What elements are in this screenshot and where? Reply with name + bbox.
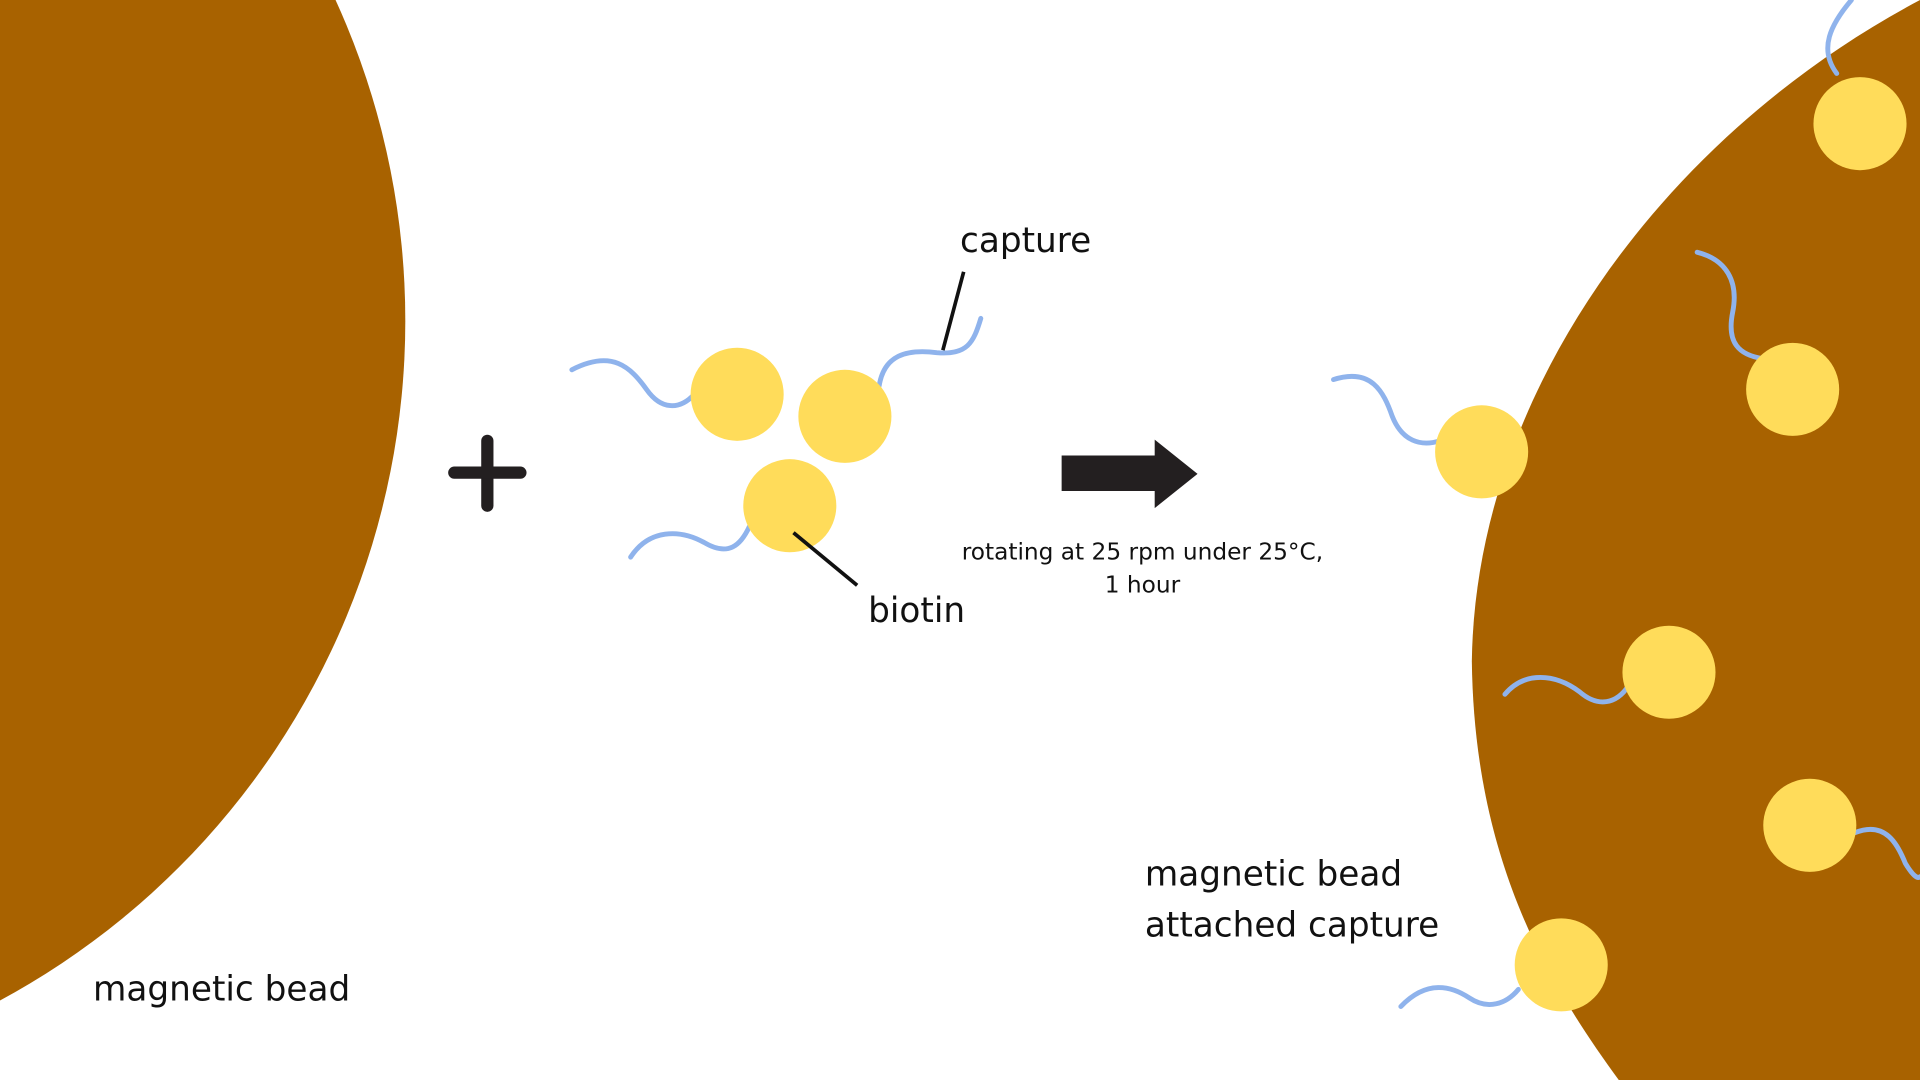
biotin-pointer bbox=[792, 531, 859, 587]
result-label-line2: attached capture bbox=[1145, 906, 1439, 946]
magnetic-bead-label: magnetic bead bbox=[93, 969, 350, 1009]
biotin-label: biotin bbox=[868, 591, 965, 631]
magnetic-bead-left bbox=[0, 0, 406, 1001]
capture-label: capture bbox=[960, 221, 1091, 261]
condition-text-line2: 1 hour bbox=[1105, 572, 1181, 599]
free-captures bbox=[569, 315, 984, 560]
condition-text-line1: rotating at 25 rpm under 25°C, bbox=[962, 539, 1324, 566]
arrow-right-icon bbox=[1061, 439, 1198, 509]
capture-pointer bbox=[941, 271, 966, 351]
plus-icon bbox=[448, 434, 527, 512]
attached-captures bbox=[1331, 0, 1920, 1012]
result-label-line1: magnetic bead bbox=[1145, 854, 1402, 894]
